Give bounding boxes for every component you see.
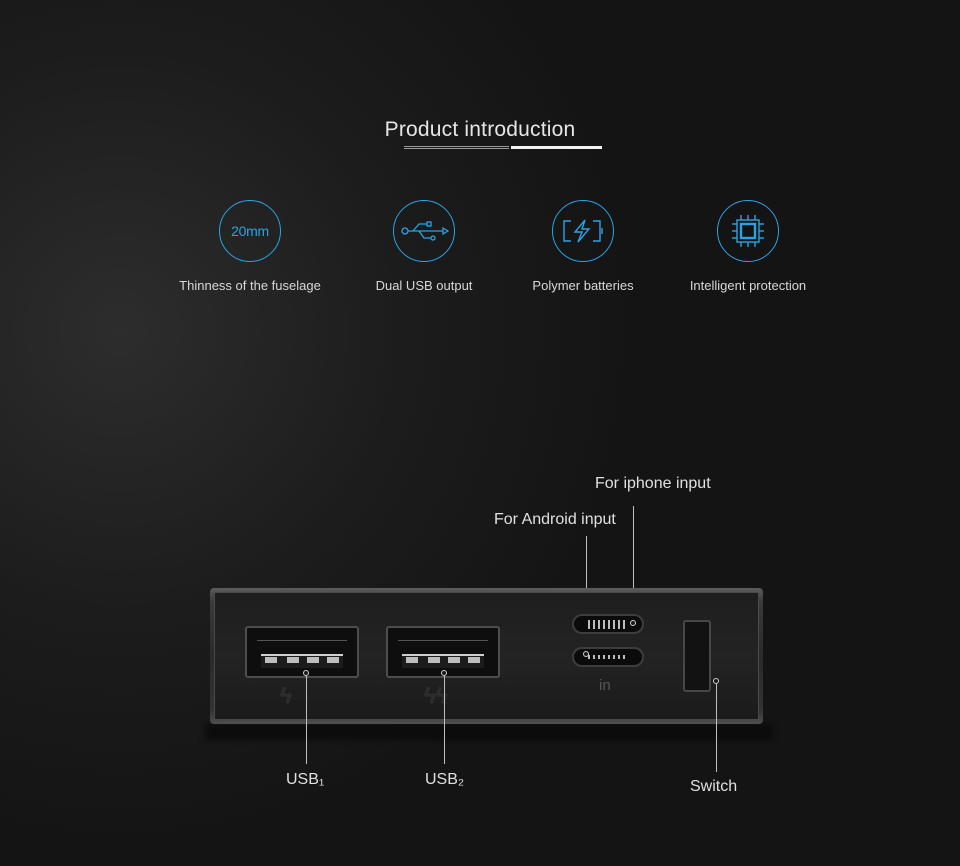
usb-icon (393, 200, 455, 262)
double-bolt-icon: ϟϟ (424, 683, 448, 708)
title-underline-left (404, 146, 509, 149)
section-header: Product introduction (0, 118, 960, 142)
feature-label: Dual USB output (375, 278, 473, 293)
usb2-port (386, 626, 500, 678)
feature-thinness: 20mm Thinness of the fuselage (160, 200, 340, 293)
callout-line-iphone (633, 506, 634, 622)
feature-label: Thinness of the fuselage (179, 278, 321, 293)
callout-dot-usb1 (303, 670, 309, 676)
callout-line-usb1 (306, 676, 307, 764)
callout-usb1: USB₁ (286, 771, 325, 788)
callout-dot-switch (713, 678, 719, 684)
lightning-port (572, 614, 644, 634)
power-switch[interactable] (683, 620, 711, 692)
callout-dot-android (583, 651, 589, 657)
thickness-icon-text: 20mm (231, 223, 269, 239)
chip-icon (717, 200, 779, 262)
input-label: in (599, 677, 611, 694)
usb1-port (245, 626, 359, 678)
callout-android-input: For Android input (494, 511, 616, 528)
callout-switch: Switch (690, 778, 738, 795)
callout-usb2: USB₂ (425, 771, 465, 788)
title-underline-right (511, 146, 602, 149)
micro-usb-port (572, 647, 644, 667)
section-title: Product introduction (384, 118, 576, 141)
feature-dual-usb: Dual USB output (334, 200, 514, 293)
feature-intelligent-protection: Intelligent protection (658, 200, 838, 293)
feature-label: Intelligent protection (689, 278, 807, 293)
bolt-icon: ϟ (280, 683, 292, 708)
callout-line-switch (716, 684, 717, 772)
thickness-icon: 20mm (219, 200, 281, 262)
feature-label: Polymer batteries (532, 278, 634, 293)
callout-line-usb2 (444, 676, 445, 764)
feature-polymer-batteries: Polymer batteries (493, 200, 673, 293)
callout-iphone-input: For iphone input (595, 475, 711, 492)
device-shadow (205, 724, 773, 740)
battery-icon (552, 200, 614, 262)
callout-dot-usb2 (441, 670, 447, 676)
callout-dot-iphone (630, 620, 636, 626)
